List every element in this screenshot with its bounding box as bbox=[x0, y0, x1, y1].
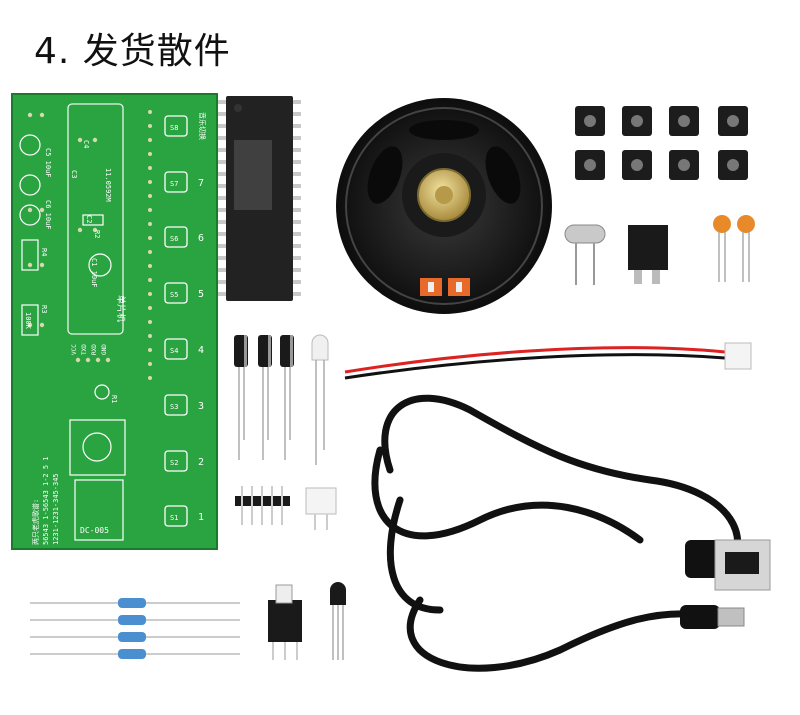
pcb-cap-c6: C6 10uF bbox=[44, 200, 52, 230]
transistor bbox=[330, 582, 346, 660]
pcb-pin-gnd: GND bbox=[101, 344, 108, 355]
tactile-buttons bbox=[575, 106, 748, 180]
pcb-num-1: 1 bbox=[198, 512, 204, 523]
pcb-cap-c5: C5 10uF bbox=[44, 148, 52, 178]
pin-header bbox=[235, 486, 290, 525]
ceramic-capacitors bbox=[713, 215, 755, 282]
pcb-r2: R2 bbox=[93, 230, 101, 238]
pcb-mode-label: 音乐切换 bbox=[198, 112, 207, 140]
battery-wire bbox=[344, 342, 752, 380]
pcb-pin-rxd: RXD bbox=[91, 344, 98, 355]
pcb-dc005: DC-005 bbox=[80, 526, 109, 535]
pcb-cap-c2: C2 bbox=[85, 215, 93, 223]
pcb-num-5: 5 bbox=[198, 289, 204, 300]
usb-cable bbox=[371, 394, 771, 672]
microcontroller-chip bbox=[218, 96, 301, 301]
pcb-s1: S1 bbox=[170, 514, 178, 522]
pcb-num-7: 7 bbox=[198, 178, 204, 189]
page-title: 4. 发货散件 bbox=[34, 31, 231, 72]
pcb-pin-txd: TXD bbox=[81, 344, 88, 355]
pcb-100k: 100K bbox=[24, 312, 32, 330]
pcb-num-2: 2 bbox=[198, 457, 204, 468]
pcb-num-4: 4 bbox=[198, 345, 204, 356]
power-switch bbox=[268, 584, 302, 660]
pcb-s6: S6 bbox=[170, 235, 178, 243]
pcb-r1: R1 bbox=[110, 395, 118, 403]
pcb-s7: S7 bbox=[170, 180, 178, 188]
pcb-s3: S3 bbox=[170, 403, 178, 411]
electrolytic-capacitors bbox=[234, 335, 294, 460]
pcb-cap-c1: C1 10uF bbox=[90, 258, 98, 288]
resistors bbox=[30, 598, 240, 659]
pcb-score-1: 1231-1231-345-345 bbox=[52, 473, 60, 545]
pcb-s5: S5 bbox=[170, 291, 178, 299]
pcb-r4: R4 bbox=[40, 248, 48, 256]
pcb-cap-c3: C3 bbox=[70, 170, 78, 178]
dc-jack bbox=[628, 225, 668, 284]
pcb-s8: S8 bbox=[170, 124, 178, 132]
pcb-song-title: 两只老虎歌谱: bbox=[31, 499, 40, 545]
led bbox=[311, 334, 329, 465]
pcb-num-6: 6 bbox=[198, 233, 204, 244]
pcb-s2: S2 bbox=[170, 459, 178, 467]
pcb-board: C5 10uF C6 10uF C3 C4 C1 10uF C2 11.0592… bbox=[11, 93, 218, 550]
xh-connector bbox=[305, 487, 337, 530]
pcb-crystal-label: 11.0592M bbox=[104, 168, 112, 202]
pcb-s4: S4 bbox=[170, 347, 178, 355]
pcb-score-2: 56543 1-56543 1-2 5 1 bbox=[42, 456, 50, 545]
pcb-chip-label: 单片机 bbox=[115, 295, 127, 322]
pcb-num-3: 3 bbox=[198, 401, 204, 412]
speaker bbox=[336, 98, 552, 314]
pcb-r3: R3 bbox=[40, 305, 48, 313]
pcb-cap-c4: C4 bbox=[82, 140, 90, 148]
pcb-pin-vcc: VCC bbox=[71, 344, 78, 355]
crystal-oscillator bbox=[564, 224, 606, 285]
